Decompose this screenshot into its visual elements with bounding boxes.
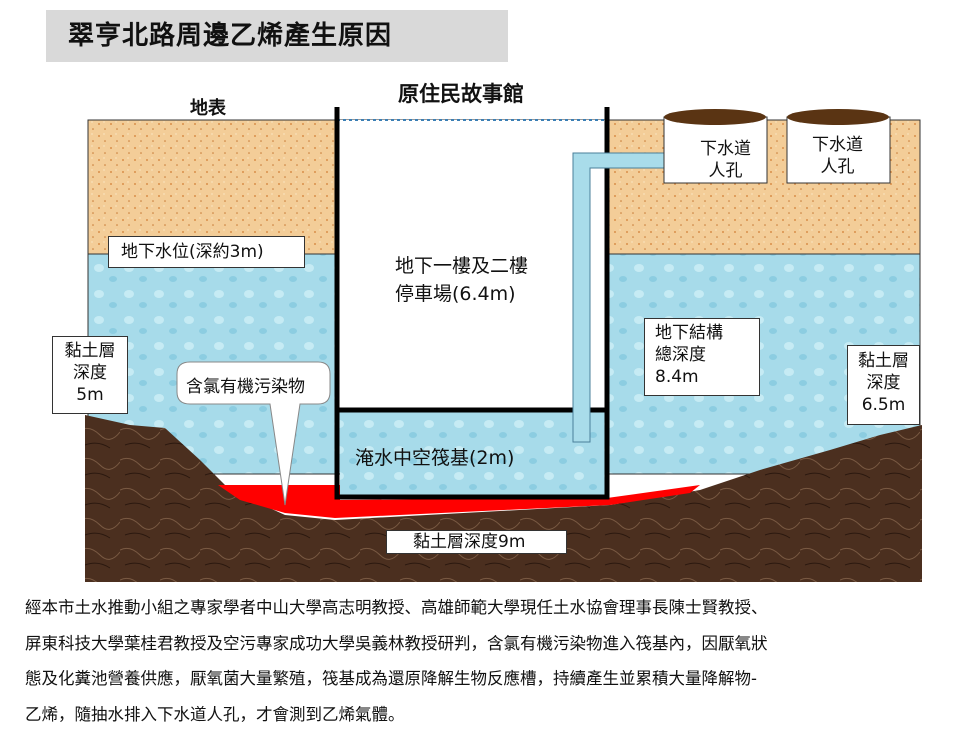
clay-layer — [85, 415, 922, 582]
manhole-label-1: 下水道人孔 — [700, 139, 751, 181]
manhole-2 — [786, 109, 891, 184]
surface-label: 地表 — [190, 98, 226, 119]
clay-bottom-label: 黏土層深度9m — [386, 530, 567, 554]
building-label: 原住民故事館 — [398, 82, 524, 106]
raft-area — [340, 410, 605, 495]
explanation-paragraph: 經本市土水推動小組之專家學者中山大學高志明教授、高雄師範大學現任土水協會理事長陳… — [25, 598, 768, 724]
raft-label: 淹水中空筏基(2m) — [355, 447, 515, 469]
pollutant-callout — [176, 361, 331, 506]
parking-area — [337, 120, 607, 410]
building-wall — [334, 107, 610, 500]
page-title: 翠亨北路周邊乙烯產生原因 — [46, 10, 508, 62]
groundwater-label: 地下水位(深約3m) — [108, 236, 305, 268]
ground-diagram — [85, 107, 922, 582]
parking-label: 地下一樓及二樓 停車場(6.4m) — [395, 255, 529, 305]
manhole-label-2: 下水道人孔 — [812, 135, 863, 177]
pollutant-label: 含氯有機污染物 — [186, 377, 305, 397]
manhole-1 — [663, 109, 768, 184]
